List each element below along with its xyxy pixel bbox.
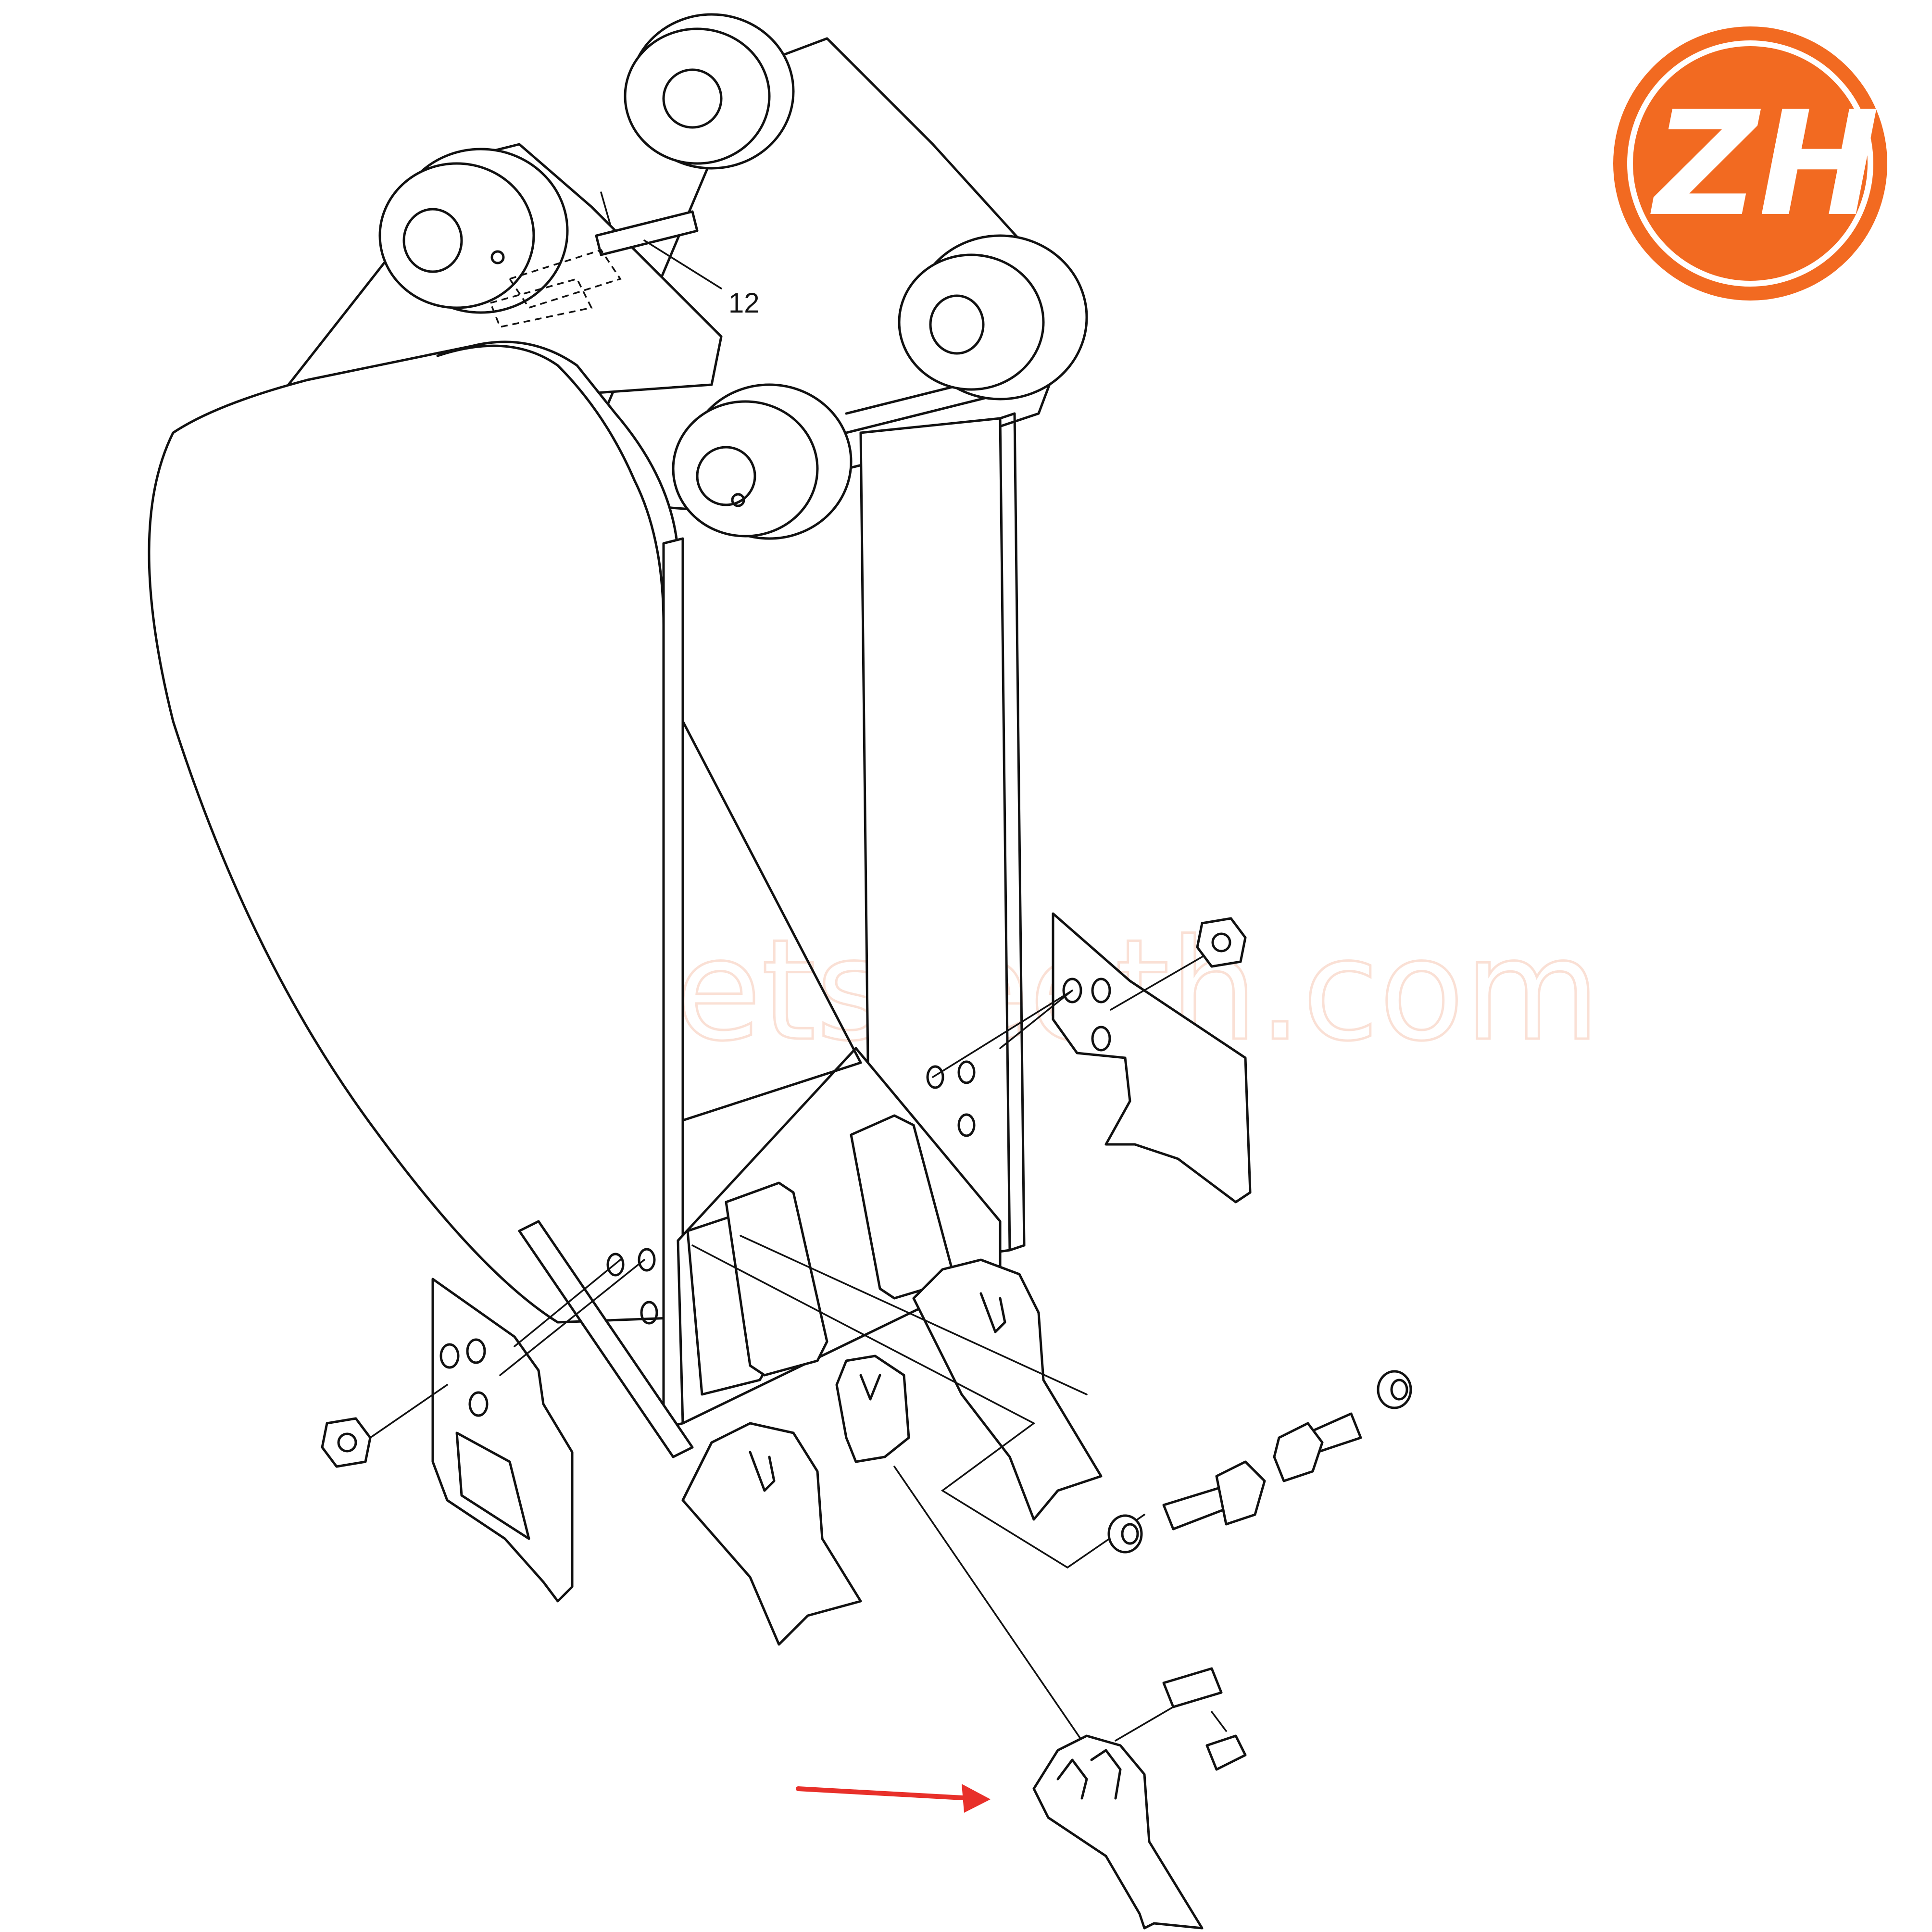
bolt-upper xyxy=(1273,1412,1362,1482)
pin-boss-mid-left xyxy=(672,383,853,540)
pointer-arrow xyxy=(796,1784,991,1813)
right-nut xyxy=(1110,917,1247,1011)
left-nut xyxy=(321,1384,448,1468)
left-side-cutter xyxy=(431,1259,645,1603)
bucket-tooth-left-mounted xyxy=(681,1422,862,1646)
right-side-cutter xyxy=(932,912,1252,1204)
pin-boss-mid-right xyxy=(898,234,1088,401)
bucket-tooth-right-mounted xyxy=(912,1258,1103,1521)
tooth-pin xyxy=(1115,1667,1223,1742)
washer-lower xyxy=(1107,1514,1143,1554)
tooth-adapter-center xyxy=(725,1181,828,1377)
pin-boss-top-right xyxy=(624,13,795,170)
bucket-tooth-exploded xyxy=(1032,1734,1204,1930)
side-plate-holes xyxy=(606,1060,976,1325)
zh-logo: ZH xyxy=(1613,26,1887,301)
bucket-shell xyxy=(148,37,1069,1458)
washer-upper xyxy=(1377,1370,1412,1409)
pin-boss-top-left xyxy=(378,148,569,314)
bucket-tooth-center-mounted xyxy=(835,1355,910,1463)
part-12-component xyxy=(489,191,722,328)
zh-logo-text: ZH xyxy=(1650,80,1880,248)
tooth-retainer xyxy=(1205,1711,1247,1771)
leader-lines xyxy=(691,1235,1145,1742)
callout-label-12: 12 xyxy=(728,288,760,319)
bolt-lower xyxy=(1162,1460,1266,1531)
